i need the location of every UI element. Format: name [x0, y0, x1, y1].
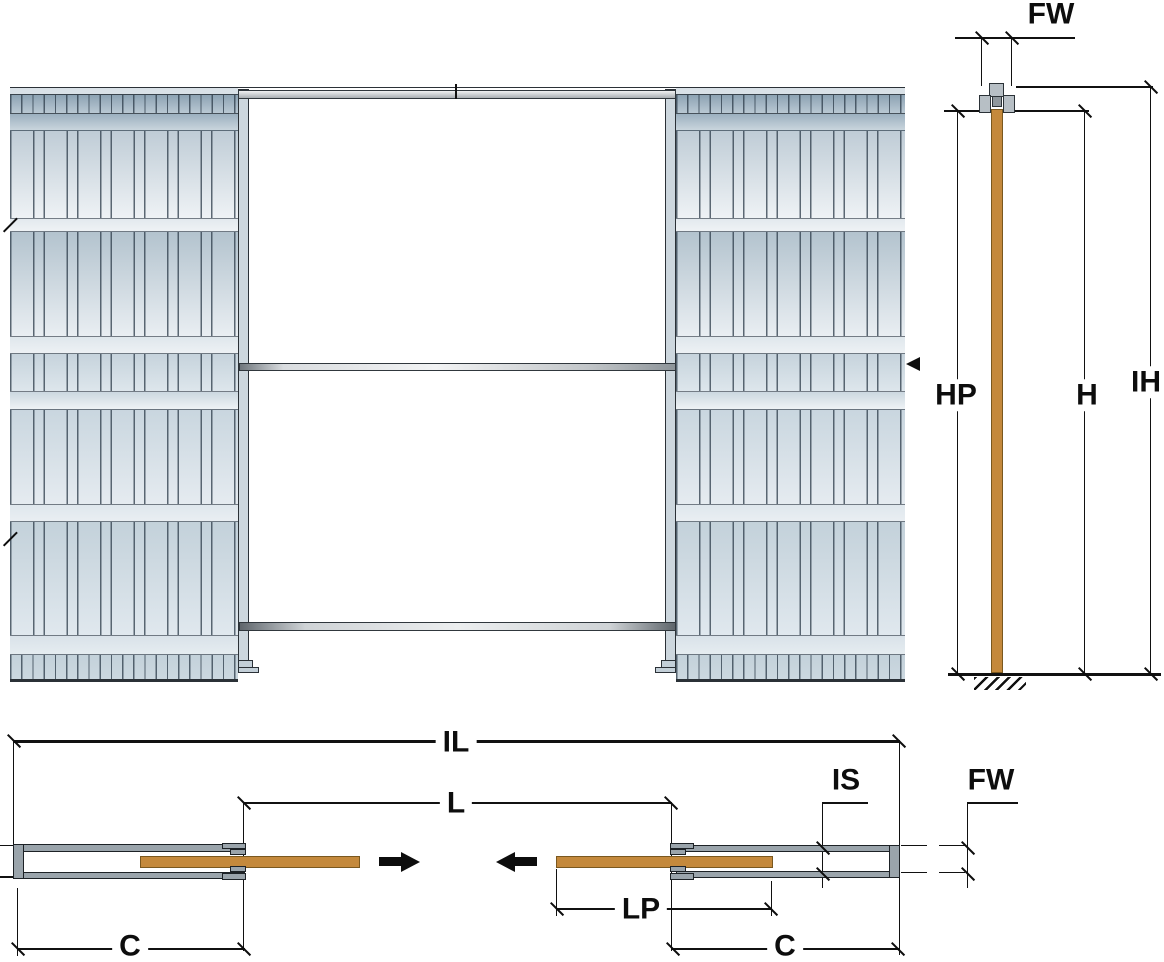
floor-baseline: [948, 673, 1161, 676]
pocket-band-band: [676, 391, 905, 410]
c-right-label: C: [767, 930, 803, 962]
left-mouth-guide: [222, 842, 246, 849]
lp-extension-line: [771, 881, 773, 916]
pocket-band-band: [676, 635, 905, 655]
track-center-joint-mark: [455, 84, 458, 99]
bottom-spreader-rail: [239, 622, 676, 631]
right-mouth-guide: [670, 866, 686, 873]
plan-left-pocket-end: [13, 844, 24, 879]
right-mouth-guide: [670, 842, 694, 849]
pocket-slats-band: [676, 522, 905, 635]
c-left-extension-line: [17, 888, 19, 956]
door-opening: [238, 89, 676, 682]
pocket-slats-band: [10, 131, 238, 218]
lp-extension-line: [556, 869, 558, 916]
pocket-band-band: [676, 336, 905, 354]
right-jamb: [665, 89, 676, 673]
arrow-right-icon: [401, 851, 420, 872]
right-mouth-guide: [670, 872, 694, 880]
plan-left-door-panel: [140, 855, 360, 868]
l-label: L: [439, 787, 473, 819]
pocket-slats-band: [10, 410, 238, 504]
pocket-slats-band: [10, 232, 238, 336]
wall-line: [0, 844, 14, 847]
wall-line-dashed: [901, 844, 968, 847]
left-mouth-guide: [230, 866, 246, 873]
pocket-band-band: [10, 391, 238, 410]
left-jamb: [238, 89, 249, 673]
plan-right-pocket-end: [889, 844, 900, 878]
hanger-bracket-top: [989, 83, 1004, 97]
left-mouth-guide: [222, 872, 246, 880]
pocket-band-band: [676, 218, 905, 232]
hanger-roller-right: [1003, 95, 1015, 113]
pocket-dense-band: [10, 655, 238, 679]
wall-line-dashed: [901, 871, 968, 874]
left-mouth-guide: [230, 849, 246, 856]
hanger-pin: [992, 96, 1002, 107]
right-mouth-guide: [670, 849, 686, 856]
pocket-slats-band: [10, 522, 238, 635]
pocket-band-band: [10, 635, 238, 655]
pocket-slats-band: [676, 131, 905, 218]
right-edge-arrow-icon: [906, 357, 920, 371]
pocket-dense-band: [676, 95, 905, 113]
pocket-band-band: [10, 504, 238, 522]
plan-right-pocket-wall: [676, 844, 900, 852]
right-jamb-foot-step: [655, 667, 676, 673]
hanger-roller-left: [979, 95, 991, 113]
lp-label: LP: [614, 893, 668, 925]
ground-hatch-icon: [974, 677, 1026, 690]
pocket-slats-band: [676, 232, 905, 336]
pocket-dense-band: [676, 655, 905, 679]
left-pocket-frame-panel: [10, 87, 238, 682]
arrow-right-icon: [379, 857, 402, 866]
pocket-toprail-band: [676, 87, 905, 95]
pocket-slats-band: [676, 410, 905, 504]
h-label: H: [1069, 379, 1105, 411]
fw-top-dimension-line: [955, 37, 1075, 39]
fw-extension-line: [981, 39, 983, 86]
plan-right-pocket-wall: [676, 870, 900, 878]
c-left-label: C: [112, 930, 148, 962]
right-pocket-frame-panel: [676, 87, 905, 682]
is-label: IS: [824, 764, 868, 796]
left-jamb-foot-step: [238, 667, 259, 673]
ih-extension-line: [1016, 86, 1153, 88]
plan-left-pocket-wall: [13, 844, 245, 852]
pocket-slats-band: [676, 354, 905, 391]
pocket-toprail-band: [10, 87, 238, 95]
fw-plan-label: FW: [960, 764, 1022, 796]
pocket-band-band: [10, 218, 238, 232]
is-leader-line: [822, 802, 868, 804]
plan-right-door-panel: [556, 855, 773, 868]
il-label: IL: [435, 726, 477, 758]
fw-plan-leader-line: [967, 802, 1018, 804]
pocket-solid-band: [676, 113, 905, 131]
pocket-band-band: [676, 504, 905, 522]
ih-label: IH: [1124, 366, 1164, 398]
pocket-band-band: [10, 336, 238, 354]
pocket-dense-band: [10, 95, 238, 113]
fw-top-label: FW: [1020, 0, 1082, 30]
fw-extension-line: [1011, 39, 1013, 86]
arrow-left-icon: [496, 851, 515, 872]
il-extension-line: [13, 743, 15, 844]
hp-label: HP: [928, 379, 984, 411]
arrow-left-icon: [514, 857, 537, 866]
plan-left-pocket-wall: [13, 871, 245, 879]
wall-line: [0, 876, 14, 878]
side-view-door-panel: [991, 109, 1003, 673]
pocket-slats-band: [10, 354, 238, 391]
hp-h-extension-line: [944, 110, 1089, 112]
pocket-solid-band: [10, 113, 238, 131]
middle-spreader-rail: [239, 363, 676, 371]
